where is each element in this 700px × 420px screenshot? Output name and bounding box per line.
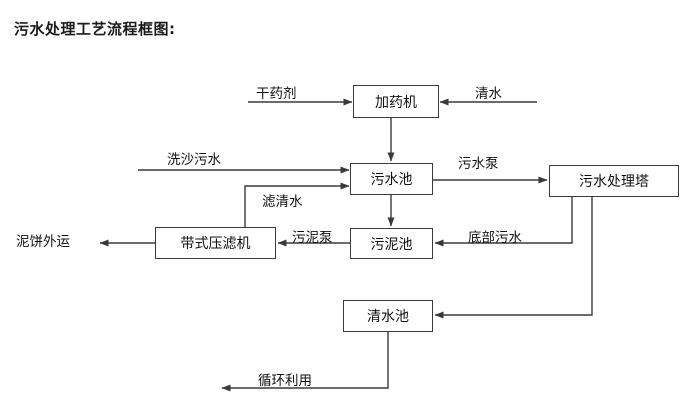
- node-clear-water-pool[interactable]: 清水池: [343, 300, 433, 332]
- node-label: 带式压滤机: [180, 236, 251, 252]
- node-sludge-pool[interactable]: 污泥池: [350, 228, 433, 259]
- edge-label-recycle-use: 循环利用: [258, 373, 312, 389]
- edge-label-filtered-water: 滤清水: [262, 194, 303, 210]
- edge-tower-to-clear-water-pool: [434, 197, 593, 319]
- node-label: 加药机: [375, 94, 417, 111]
- node-dosing-machine[interactable]: 加药机: [353, 85, 439, 118]
- edge-label-bottom-sewage: 底部污水: [468, 230, 522, 246]
- terminal-label-mud-cake-export: 泥饼外运: [16, 234, 70, 250]
- node-sewage-treatment-tower[interactable]: 污水处理塔: [549, 165, 679, 197]
- node-label: 污水处理塔: [579, 174, 649, 190]
- edge-label-dry-reagent: 干药剂: [256, 86, 297, 102]
- edge-clear-water-to-recycle: [221, 332, 389, 392]
- edge-tower-bottom-to-sludge-pool: [434, 197, 573, 247]
- node-sewage-pool[interactable]: 污水池: [350, 163, 433, 195]
- edge-label-sewage-pump: 污水泵: [458, 156, 499, 172]
- edge-label-clean-water: 清水: [475, 86, 502, 102]
- edge-label-sand-wash-sewage: 洗沙污水: [167, 152, 221, 168]
- edge-label-sludge-pump: 污泥泵: [292, 230, 333, 246]
- node-label: 清水池: [367, 309, 409, 325]
- edge-filtered-water-to-sewage-pool: [244, 182, 350, 227]
- page-title: 污水处理工艺流程框图:: [14, 20, 176, 38]
- node-label: 污水池: [370, 172, 413, 188]
- node-belt-filter-press[interactable]: 带式压滤机: [155, 227, 276, 259]
- node-label: 污泥池: [370, 236, 413, 253]
